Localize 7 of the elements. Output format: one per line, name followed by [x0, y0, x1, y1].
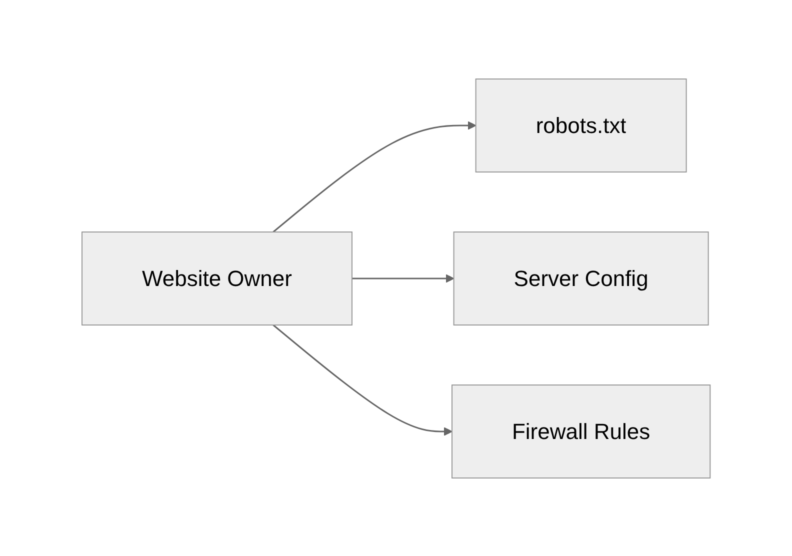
node-box: Website Owner — [81, 231, 352, 325]
node-box: robots.txt — [475, 78, 687, 172]
arrow — [352, 274, 454, 282]
arrow — [272, 120, 476, 232]
arrow — [272, 324, 452, 436]
node-box: Firewall Rules — [451, 384, 711, 478]
node-box: Server Config — [453, 231, 709, 325]
